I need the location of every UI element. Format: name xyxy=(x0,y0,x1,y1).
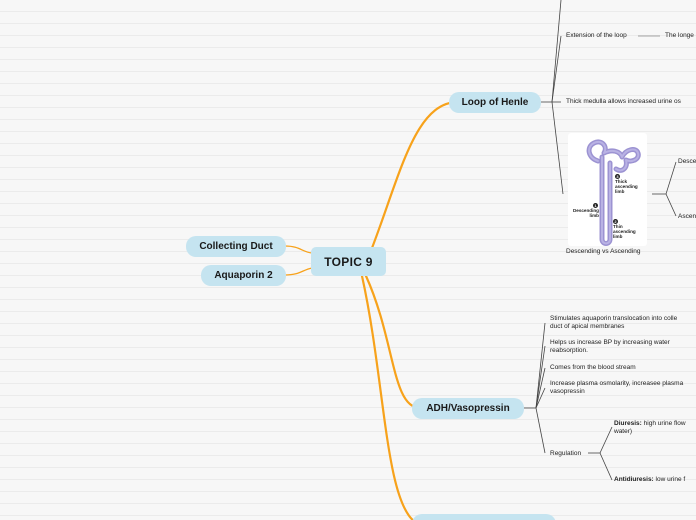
topic-loop-of-henle[interactable]: Loop of Henle xyxy=(449,92,541,113)
stimulates-line-1: Stimulates aquaporin translocation into … xyxy=(550,315,677,322)
diuresis-text: high urine flow xyxy=(644,420,686,427)
subtopic-thick-medulla[interactable]: Thick medulla allows increased urine os xyxy=(566,98,681,106)
root-topic[interactable]: TOPIC 9 xyxy=(311,247,386,276)
branch-aquaporin xyxy=(285,268,312,275)
label-descending-text: Descending limb xyxy=(569,208,599,218)
antidiuresis-text: low urine f xyxy=(656,476,686,483)
subtopic-comes-from[interactable]: Comes from the blood stream xyxy=(550,364,636,372)
image-caption[interactable]: Descending vs Ascending xyxy=(566,248,640,256)
helps-line-2: reabsorption. xyxy=(550,347,588,354)
label-thin-ascending-text: Thin ascending limb xyxy=(613,224,641,239)
nephron-loop-image[interactable]: 3 Thick ascending limb 1 Descending limb… xyxy=(568,133,647,246)
stimulates-line-2: duct of apical membranes xyxy=(550,323,624,330)
topic-aquaporin-2[interactable]: Aquaporin 2 xyxy=(201,265,286,286)
subtopic-antidiuresis[interactable]: Antidiuresis: low urine f xyxy=(614,476,685,484)
diuresis-text-2: water) xyxy=(614,428,632,435)
topic-collecting-duct-label: Collecting Duct xyxy=(199,241,272,252)
thick-medulla-text: Thick medulla allows increased xyxy=(566,98,656,105)
subtopic-extension-child[interactable]: The longe xyxy=(665,32,694,40)
subtopic-helps[interactable]: Helps us increase BP by increasing water… xyxy=(550,339,670,355)
topic-collecting-duct[interactable]: Collecting Duct xyxy=(186,236,286,257)
topic-adh-vasopressin-label: ADH/Vasopressin xyxy=(426,403,509,414)
increase-line-1-cont: e plasma xyxy=(657,380,683,387)
increase-line-1: Increase plasma osmolarity, increase xyxy=(550,380,657,387)
label-thick-ascending: 3 Thick ascending limb xyxy=(615,174,643,194)
topic-loop-of-henle-label: Loop of Henle xyxy=(462,97,529,108)
subtopic-diuresis[interactable]: Diuresis: high urine flow water) xyxy=(614,420,686,436)
subtopic-extension[interactable]: Extension of the loop xyxy=(566,32,627,40)
thick-medulla-text-cont: urine os xyxy=(658,98,681,105)
label-descending: 1 Descending limb xyxy=(569,203,599,218)
branch-bottom xyxy=(362,276,415,520)
branch-collecting-duct xyxy=(285,246,312,253)
branch-loop-of-henle xyxy=(372,102,458,248)
subtopic-ascending[interactable]: Ascen xyxy=(678,213,696,221)
increase-line-2: vasopressin xyxy=(550,388,585,395)
subtopic-regulation[interactable]: Regulation xyxy=(550,450,581,458)
topic-adh-vasopressin[interactable]: ADH/Vasopressin xyxy=(412,398,524,419)
antidiuresis-label: Antidiuresis: xyxy=(614,476,654,483)
root-topic-label: TOPIC 9 xyxy=(324,255,373,269)
topic-bottom-partial[interactable] xyxy=(412,514,556,520)
label-thick-ascending-text: Thick ascending limb xyxy=(615,179,643,194)
diuresis-label: Diuresis: xyxy=(614,420,642,427)
helps-line-1: Helps us increase BP by increasing water xyxy=(550,339,670,346)
subtopic-increase-osmolarity[interactable]: Increase plasma osmolarity, increasee pl… xyxy=(550,380,683,396)
subtopic-descending[interactable]: Desce xyxy=(678,158,696,166)
topic-aquaporin-2-label: Aquaporin 2 xyxy=(214,270,272,281)
subtopic-stimulates[interactable]: Stimulates aquaporin translocation into … xyxy=(550,315,677,331)
label-thin-ascending: 2 Thin ascending limb xyxy=(613,219,641,239)
